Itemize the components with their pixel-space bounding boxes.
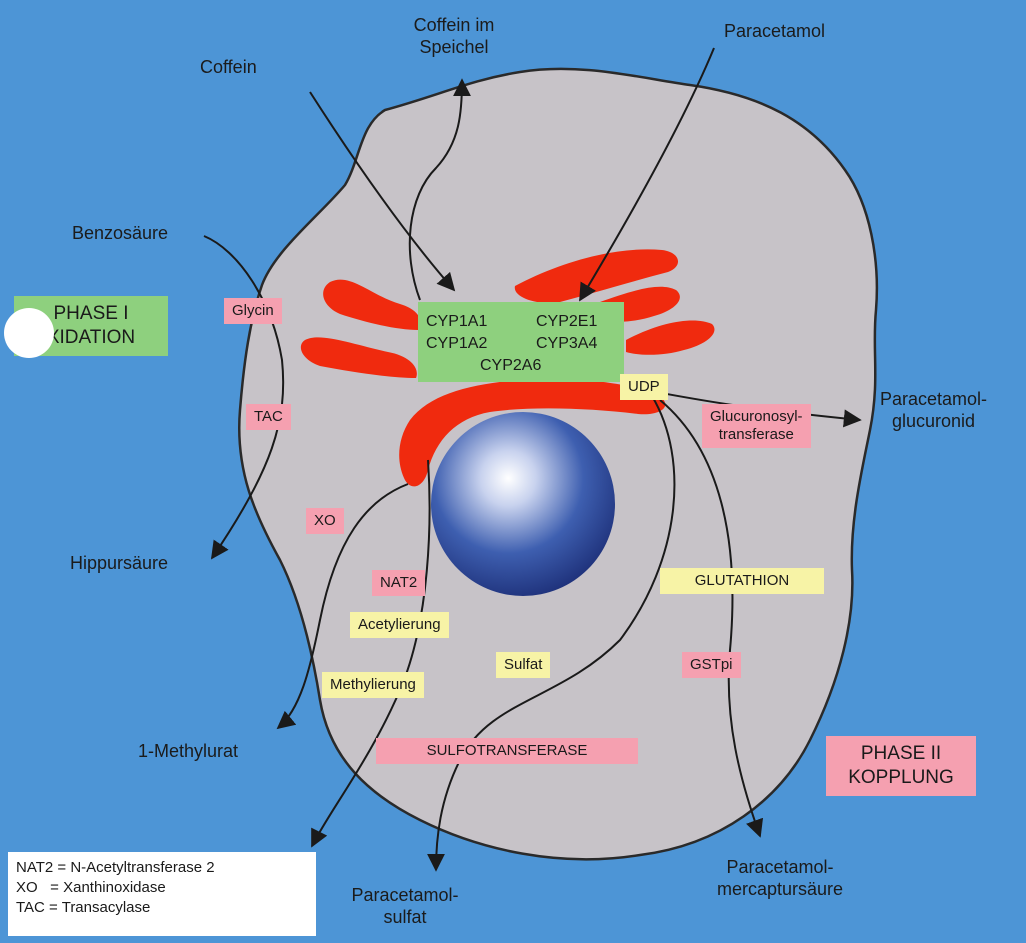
udp-box: UDP: [620, 374, 668, 400]
paracetamol-sulfat-label: Paracetamol- sulfat: [330, 884, 480, 928]
cyp-enzyme: CYP3A4: [536, 334, 597, 354]
nat2-box: NAT2: [372, 570, 425, 596]
xo-box: XO: [306, 508, 344, 534]
glucuronosyltransferase-box: Glucuronosyl- transferase: [702, 404, 811, 448]
hippursaeure-label: Hippursäure: [70, 552, 168, 574]
gstpi-box: GSTpi: [682, 652, 741, 678]
benzosaeure-label: Benzosäure: [72, 222, 168, 244]
phase2-box: PHASE II KOPPLUNG: [826, 736, 976, 796]
glycin-box: Glycin: [224, 298, 282, 324]
coffein-speichel-label: Coffein im Speichel: [394, 14, 514, 58]
cyp-enzyme: CYP1A1: [426, 312, 487, 332]
legend-entry: XO = Xanthinoxidase: [16, 878, 308, 898]
coffein-label: Coffein: [200, 56, 257, 78]
legend-entry: TAC = Transacylase: [16, 898, 308, 918]
white-dot: [4, 308, 54, 358]
methylurat-label: 1-Methylurat: [138, 740, 238, 762]
methylierung-box: Methylierung: [322, 672, 424, 698]
abbreviation-legend: NAT2 = N-Acetyltransferase 2 XO = Xanthi…: [8, 852, 316, 936]
cyp-enzyme: CYP2E1: [536, 312, 597, 332]
cyp-enzyme: CYP2A6: [480, 356, 541, 376]
paracetamol-label: Paracetamol: [724, 20, 825, 42]
cyp-enzyme: CYP1A2: [426, 334, 487, 354]
cyp-enzyme-box: CYP1A1 CYP2E1 CYP1A2 CYP3A4 CYP2A6: [418, 302, 624, 382]
paracetamol-glucuronid-label: Paracetamol- glucuronid: [880, 388, 987, 432]
legend-entry: NAT2 = N-Acetyltransferase 2: [16, 858, 308, 878]
acetylierung-box: Acetylierung: [350, 612, 449, 638]
nucleus: [431, 412, 615, 596]
sulfat-box: Sulfat: [496, 652, 550, 678]
paracetamol-mercaptursaeure-label: Paracetamol- mercaptursäure: [688, 856, 872, 900]
glutathion-box: GLUTATHION: [660, 568, 824, 594]
tac-box: TAC: [246, 404, 291, 430]
sulfotransferase-box: SULFOTRANSFERASE: [376, 738, 638, 764]
